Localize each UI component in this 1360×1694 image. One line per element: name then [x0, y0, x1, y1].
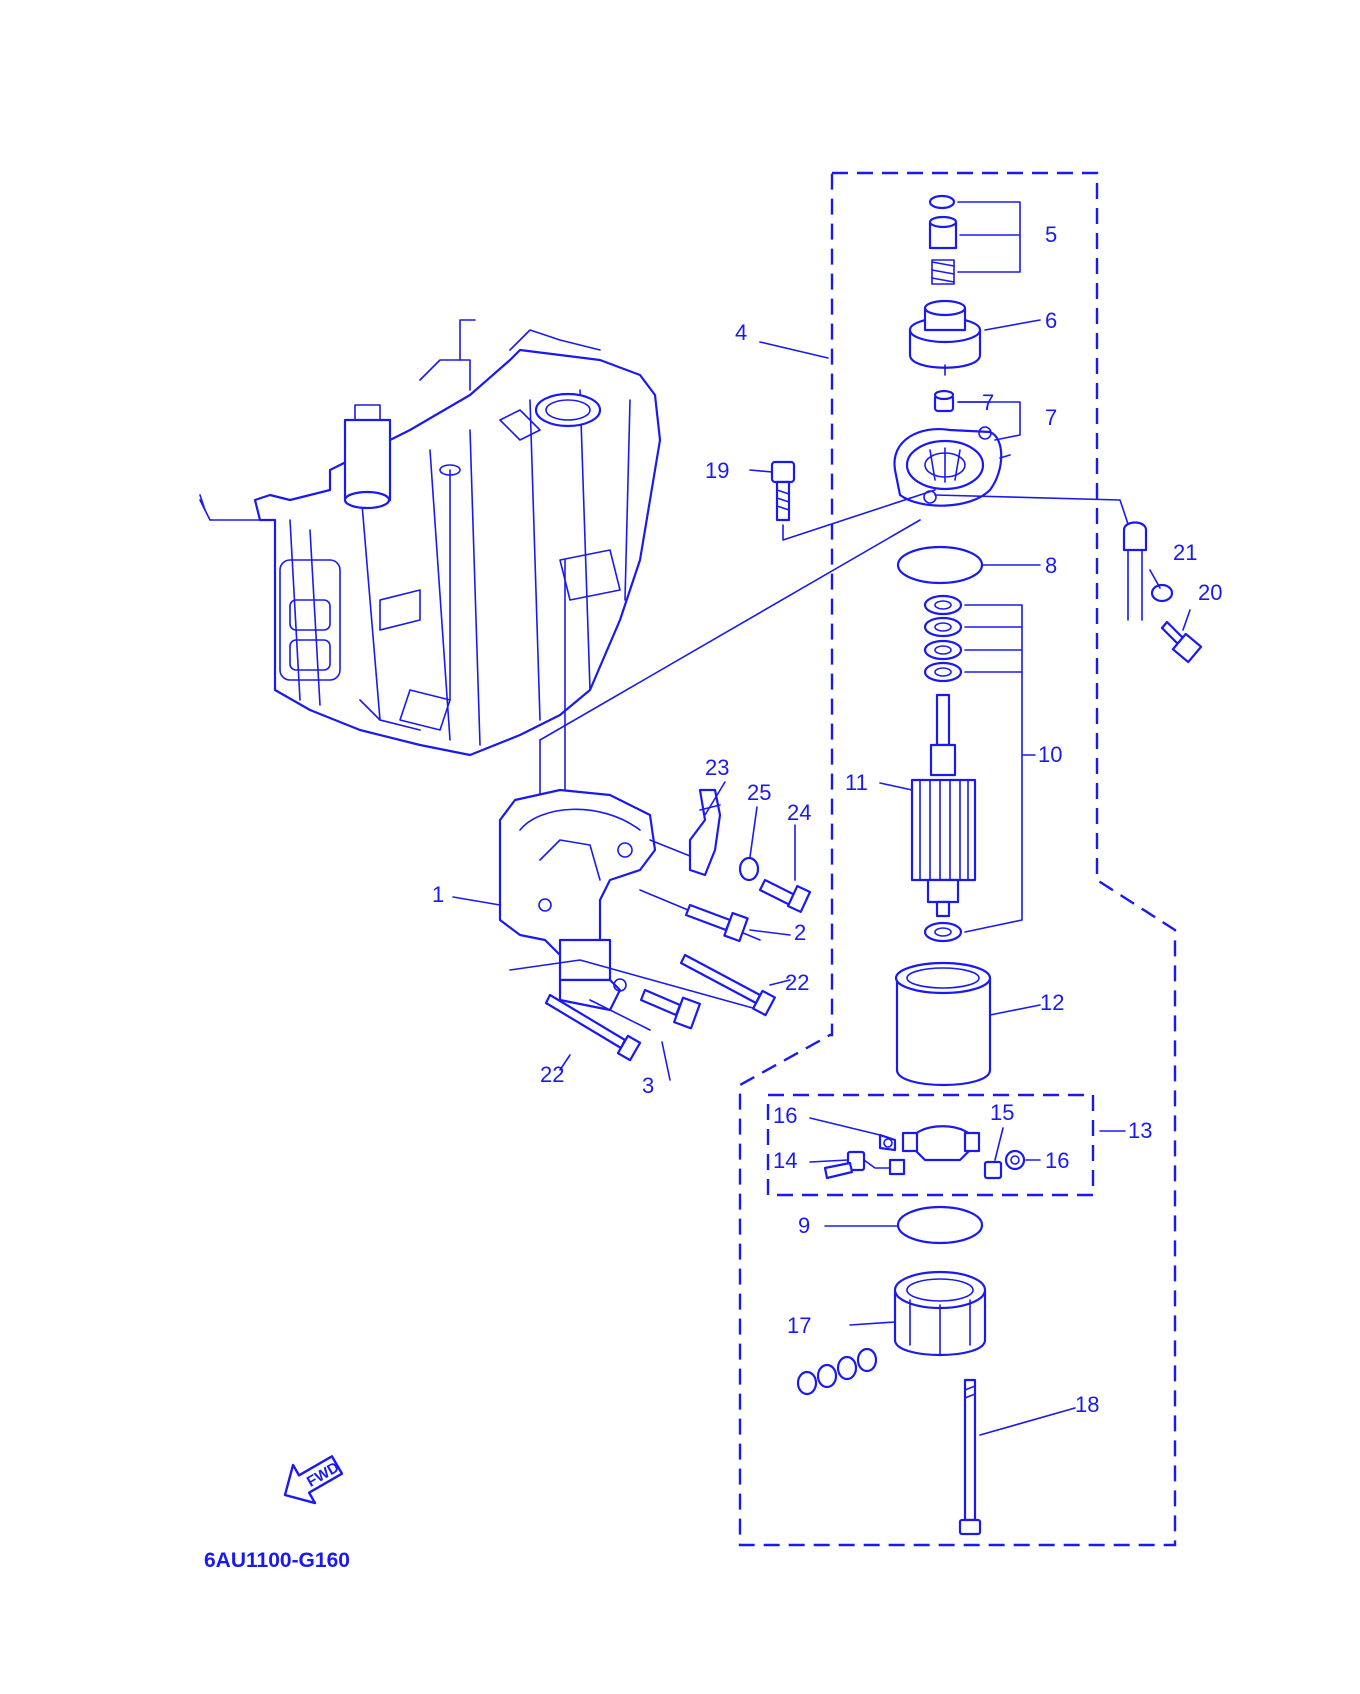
callout-17: 17 [787, 1313, 811, 1338]
bolt-part-20 [1160, 620, 1203, 664]
part-17-rear-cover [893, 1270, 987, 1357]
callout-10: 10 [1038, 742, 1062, 767]
callout-2: 2 [794, 920, 806, 945]
callout-22-lower: 22 [540, 1062, 564, 1087]
callout-11: 11 [845, 770, 868, 795]
brush-holder-boundary [766, 1093, 1095, 1197]
engine-block [199, 319, 662, 757]
part-5-clip [928, 194, 956, 210]
callout-20: 20 [1198, 580, 1222, 605]
part-15-brush [983, 1160, 1003, 1180]
part-12-yoke [894, 961, 992, 1087]
callout-9-upper: 8 [1045, 553, 1057, 578]
callout-16-right: 16 [1045, 1148, 1069, 1173]
callout-12: 12 [1040, 990, 1064, 1015]
long-bolt-part-22-upper [679, 953, 776, 1017]
part-9-o-ring-upper [896, 545, 984, 585]
bolt-part-3 [639, 988, 702, 1030]
fwd-arrow-icon: FWD [283, 1455, 344, 1505]
washer-part-25 [738, 856, 760, 882]
callout-7: 7 [1045, 405, 1057, 430]
bolt-part-19 [770, 460, 796, 522]
lead-wire [1122, 521, 1148, 621]
callout-6: 6 [1045, 308, 1057, 333]
part-18-through-bolt [958, 1378, 982, 1536]
callout-13: 13 [1128, 1118, 1152, 1143]
callout-23: 23 [705, 755, 729, 780]
callout-25: 25 [747, 780, 771, 805]
diagram-code: 6AU1100-G160 [204, 1549, 350, 1572]
callout-14: 14 [773, 1148, 797, 1173]
part-5-spring [931, 259, 955, 285]
callout-3: 3 [642, 1073, 654, 1098]
part-9-o-ring-lower [896, 1205, 984, 1245]
part-7-front-cover [893, 426, 1003, 507]
part-13-brush-holder [901, 1125, 981, 1162]
callout-8: 7 [982, 390, 994, 415]
part-14-brush-lead [823, 1150, 906, 1180]
callout-24: 24 [787, 800, 811, 825]
callout-5: 5 [1045, 222, 1057, 247]
long-bolt-part-22-lower [544, 993, 642, 1062]
callout-1: 1 [432, 882, 444, 907]
bolt-part-24 [758, 878, 812, 914]
part-8-bushing [933, 389, 955, 413]
callout-16-left: 16 [773, 1103, 797, 1128]
part-6-pinion [908, 299, 982, 376]
callout-21: 21 [1173, 540, 1197, 565]
washer-part-21 [1150, 583, 1174, 603]
starter-bracket [498, 519, 921, 1012]
part-16-terminal-right [1004, 1149, 1026, 1171]
callout-15: 15 [990, 1100, 1014, 1125]
callout-22-upper: 22 [785, 970, 809, 995]
part-5-collar [928, 215, 958, 250]
part-17-washers [796, 1347, 878, 1396]
callout-18: 18 [1075, 1392, 1099, 1417]
starter-assembly-boundary [738, 171, 1177, 1547]
part-10-washers [923, 594, 963, 943]
part-11-armature [910, 693, 977, 918]
bolt-part-2 [684, 903, 749, 943]
clip-part-23 [688, 788, 722, 877]
callout-19: 19 [705, 458, 729, 483]
part-16-terminal-left [878, 1133, 897, 1152]
callout-9-lower: 9 [798, 1213, 810, 1238]
callout-4: 4 [735, 320, 747, 345]
